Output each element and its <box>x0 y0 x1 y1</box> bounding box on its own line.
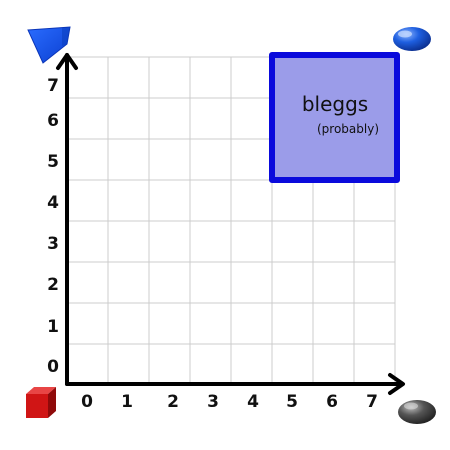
y-tick-label: 7 <box>47 76 59 96</box>
y-tick-label: 2 <box>47 275 59 295</box>
y-tick-label: 1 <box>47 317 59 337</box>
x-tick-label: 2 <box>167 392 179 412</box>
region-subtitle: (probably) <box>317 122 379 136</box>
y-tick-label: 4 <box>47 193 59 213</box>
blue-egg-highlight <box>398 30 412 38</box>
gray-egg-highlight <box>404 402 418 410</box>
red-cube-icon <box>26 387 56 418</box>
y-axis-arrowhead <box>56 53 78 70</box>
axes <box>56 53 405 395</box>
gray-egg-body <box>398 400 436 424</box>
blue-cube-icon <box>27 26 71 64</box>
x-tick-label: 5 <box>286 392 298 412</box>
x-axis-arrowhead <box>388 373 405 395</box>
blue-cube-edge <box>62 27 70 46</box>
x-tick-label: 1 <box>121 392 133 412</box>
red-cube-top <box>26 387 56 394</box>
y-tick-label: 0 <box>47 357 59 377</box>
y-tick-label: 3 <box>47 234 59 254</box>
x-tick-label: 4 <box>247 392 259 412</box>
blue-egg-icon <box>393 27 431 51</box>
x-tick-label: 3 <box>207 392 219 412</box>
blue-egg-body <box>393 27 431 51</box>
x-tick-label: 7 <box>366 392 378 412</box>
red-cube-side <box>48 387 56 418</box>
y-tick-label: 6 <box>47 111 59 131</box>
x-tick-label: 0 <box>81 392 93 412</box>
red-cube-front <box>26 394 48 418</box>
y-tick-labels: 0 1 2 3 4 5 6 7 <box>47 76 59 377</box>
x-tick-label: 6 <box>326 392 338 412</box>
gray-egg-icon <box>398 400 436 424</box>
region-title: bleggs <box>302 92 368 116</box>
y-tick-label: 5 <box>47 152 59 172</box>
x-tick-labels: 0 1 2 3 4 5 6 7 <box>81 392 378 412</box>
bleggs-region <box>269 52 400 183</box>
